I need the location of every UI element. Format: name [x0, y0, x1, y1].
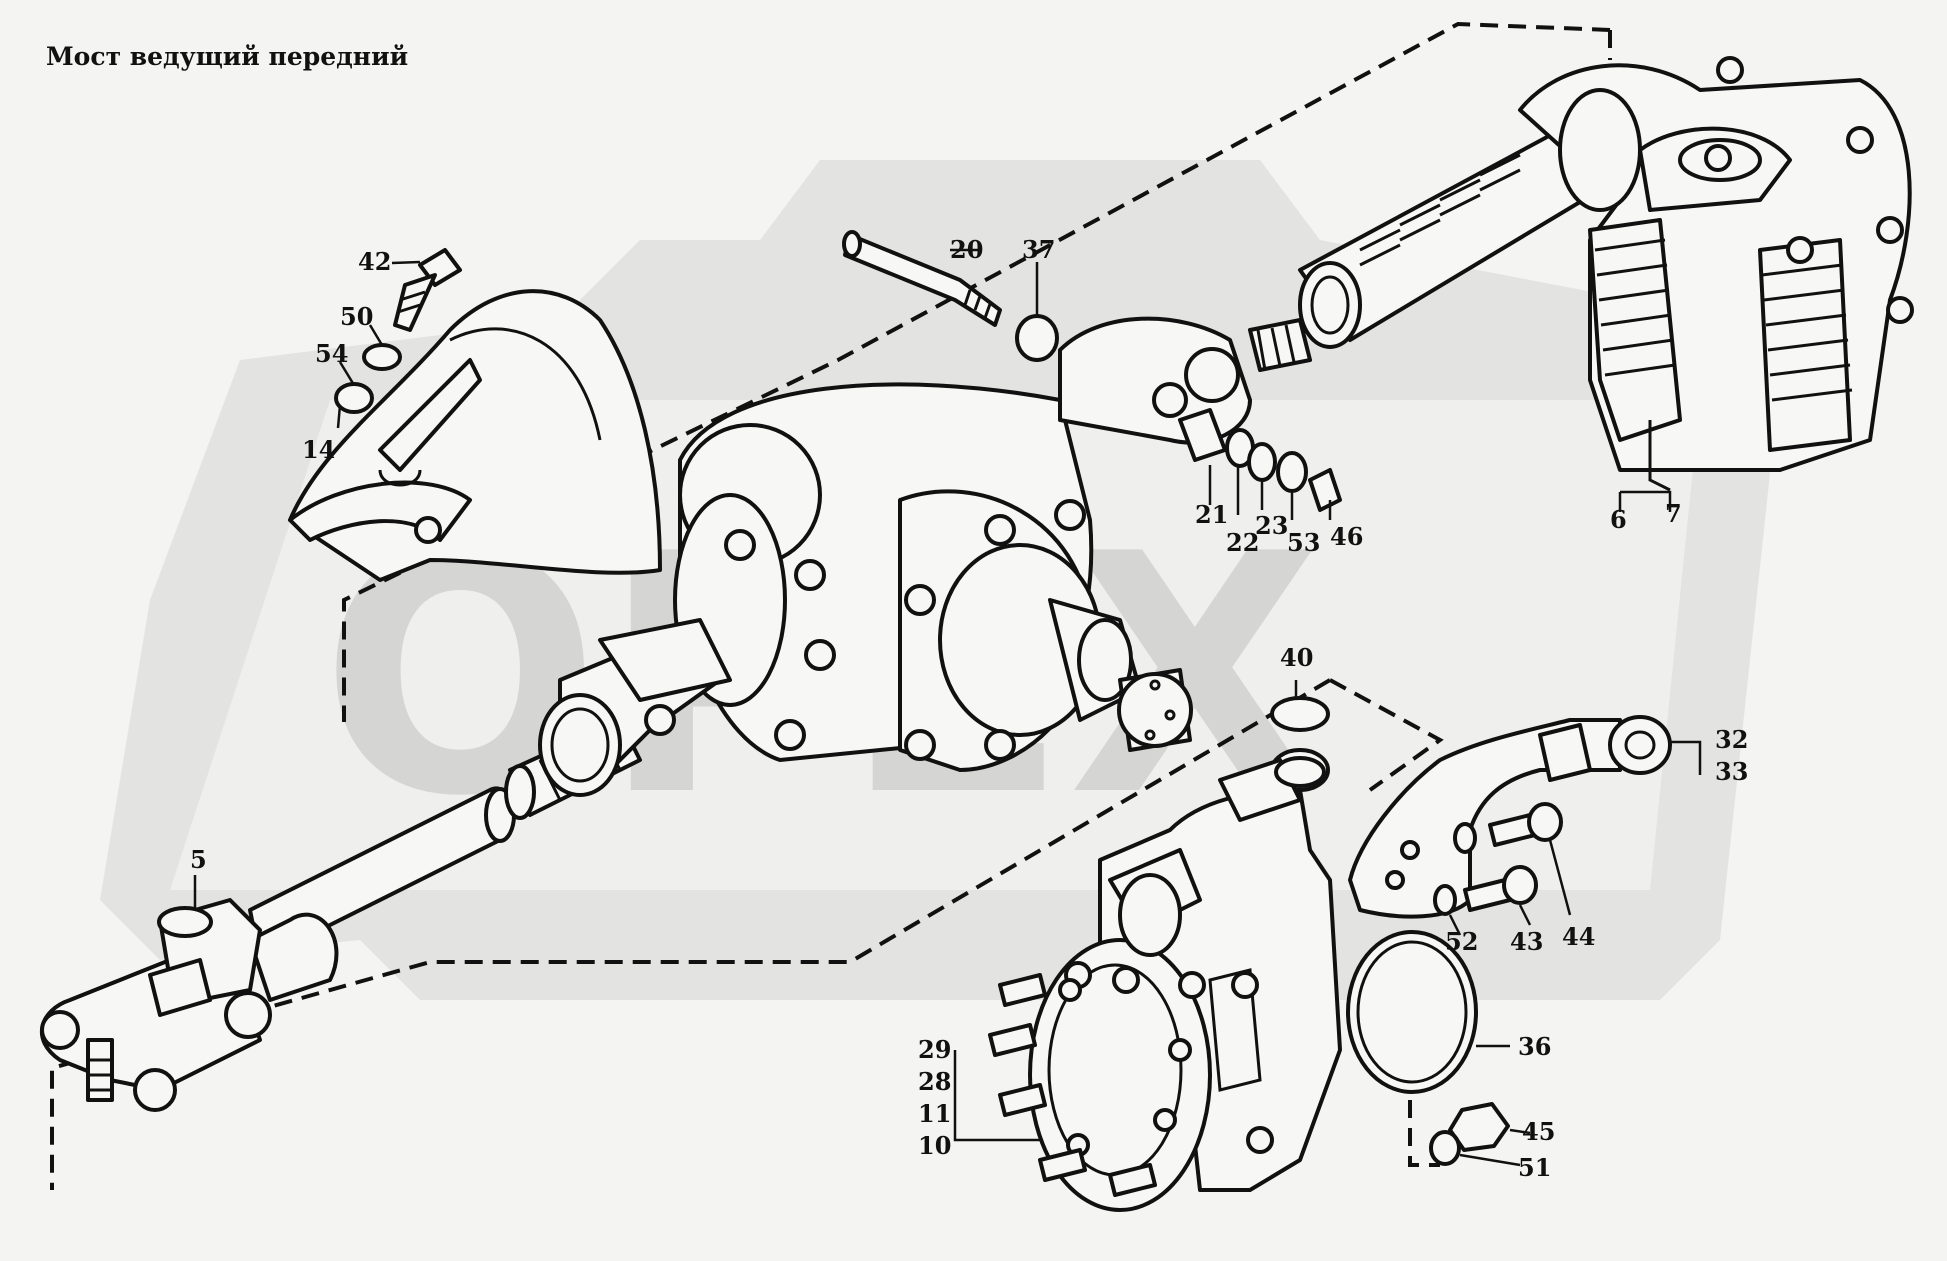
label-43: 43 [1510, 927, 1543, 956]
label-42: 42 [358, 247, 391, 276]
label-33: 33 [1715, 757, 1748, 786]
wheel-reducer-housing [988, 756, 1342, 1212]
differential-housing [538, 316, 1312, 797]
label-21: 21 [1195, 500, 1228, 529]
label-37: 37 [1022, 235, 1055, 264]
label-52: 52 [1445, 927, 1478, 956]
label-32: 32 [1715, 725, 1748, 754]
assembly-guide-lines [50, 21, 1612, 1190]
cover-plate [288, 289, 662, 582]
cardan-shaft [39, 786, 516, 1112]
label-54: 54 [315, 339, 348, 368]
label-28: 28 [918, 1067, 951, 1096]
bolt-42 [393, 248, 462, 332]
leader-lines [193, 248, 1702, 1167]
label-10: 10 [918, 1131, 951, 1160]
gasket-36 [1346, 930, 1478, 1094]
label-51: 51 [1518, 1153, 1551, 1182]
page-title: Мост ведущий передний [46, 42, 409, 71]
nut-45 [1448, 1102, 1510, 1152]
label-23: 23 [1255, 511, 1288, 540]
label-6: 6 [1610, 505, 1627, 534]
axle-tube [1298, 128, 1602, 349]
label-44: 44 [1562, 922, 1595, 951]
label-14: 14 [302, 435, 335, 464]
pin-20 [842, 230, 1002, 327]
steering-knuckle [1518, 56, 1914, 492]
label-7: 7 [1665, 499, 1682, 528]
label-40: 40 [1280, 643, 1313, 672]
label-5: 5 [190, 845, 207, 874]
label-45: 45 [1522, 1117, 1555, 1146]
washer-50 [362, 343, 402, 371]
nut-51 [1429, 1130, 1461, 1166]
label-50: 50 [340, 302, 373, 331]
steering-arm [1348, 715, 1672, 919]
label-22: 22 [1226, 528, 1259, 557]
bolt-44 [1453, 802, 1563, 854]
ring-37 [1015, 314, 1059, 362]
washer-54 [334, 382, 374, 414]
label-29: 29 [918, 1035, 951, 1064]
label-53: 53 [1287, 528, 1320, 557]
label-36: 36 [1518, 1032, 1551, 1061]
part-number-labels: 42 50 54 14 20 37 21 22 23 53 46 6 7 40 … [190, 235, 1748, 1182]
label-46: 46 [1330, 522, 1363, 551]
label-20: 20 [950, 235, 983, 264]
bolt-43 [1433, 865, 1538, 916]
label-11: 11 [918, 1099, 951, 1128]
